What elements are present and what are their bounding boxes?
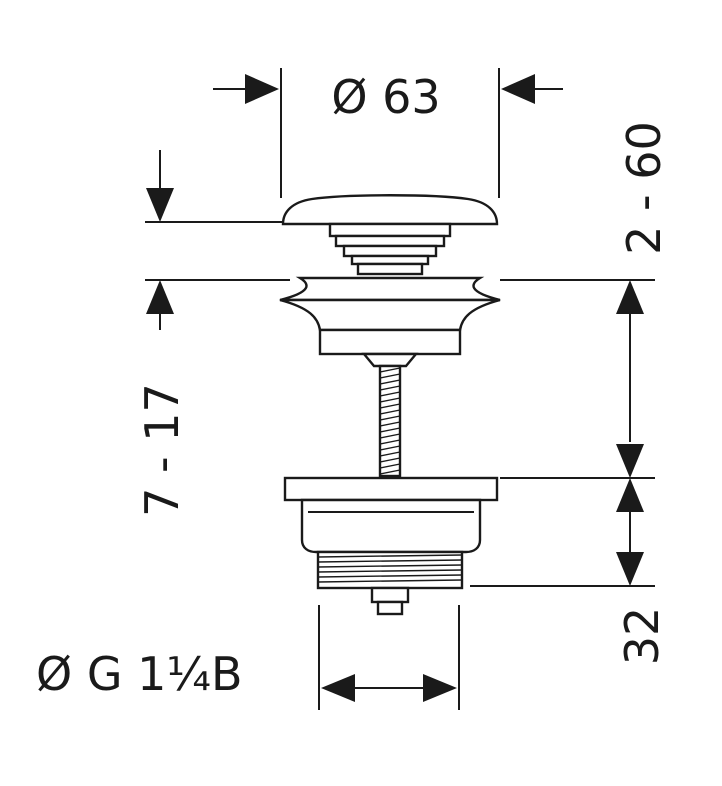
cap-ring-lower bbox=[342, 244, 438, 258]
arrow-down-icon bbox=[616, 552, 644, 586]
arrow-up-icon bbox=[616, 280, 644, 314]
basin-thickness-label: 7 - 17 bbox=[135, 383, 189, 517]
arrow-down-icon bbox=[146, 188, 174, 222]
arrow-down-icon bbox=[616, 444, 644, 478]
cap-ring-upper bbox=[328, 222, 452, 238]
arrow-right-icon bbox=[423, 674, 457, 702]
arrow-right-icon bbox=[245, 74, 279, 104]
thread-size-label: Ø G 1¼B bbox=[36, 647, 243, 701]
tail-threads bbox=[317, 554, 463, 583]
arrow-left-icon bbox=[321, 674, 355, 702]
body-cylinder bbox=[300, 498, 482, 554]
arrow-left-icon bbox=[501, 74, 535, 104]
thread-size-dimension: Ø G 1¼B bbox=[36, 605, 460, 710]
spindle-cone bbox=[361, 352, 419, 368]
cap-lift-label: 2 - 60 bbox=[617, 121, 671, 255]
spindle-threads bbox=[379, 367, 401, 475]
arrow-up-icon bbox=[616, 478, 644, 512]
bottom-nut bbox=[370, 586, 410, 604]
flange-collar bbox=[318, 328, 462, 356]
top-diameter-dimension: Ø 63 bbox=[213, 68, 563, 198]
cap-ring-middle bbox=[334, 234, 446, 248]
top-diameter-label: Ø 63 bbox=[331, 70, 440, 124]
flange-upper bbox=[279, 276, 501, 302]
basin-thickness-dimension: 7 - 17 bbox=[135, 150, 290, 517]
bottom-stud bbox=[376, 600, 404, 616]
body-plate bbox=[283, 476, 499, 502]
cap-dome bbox=[281, 194, 499, 226]
cap-stem-top bbox=[350, 254, 430, 266]
body-height-dimension: 32 bbox=[470, 477, 669, 666]
cap-stem bbox=[356, 262, 424, 276]
waste-assembly bbox=[279, 194, 501, 616]
body-height-label: 32 bbox=[615, 607, 669, 666]
flange-lower bbox=[279, 298, 501, 332]
arrow-up-icon bbox=[146, 280, 174, 314]
cap-lift-dimension: 2 - 60 bbox=[500, 121, 671, 478]
